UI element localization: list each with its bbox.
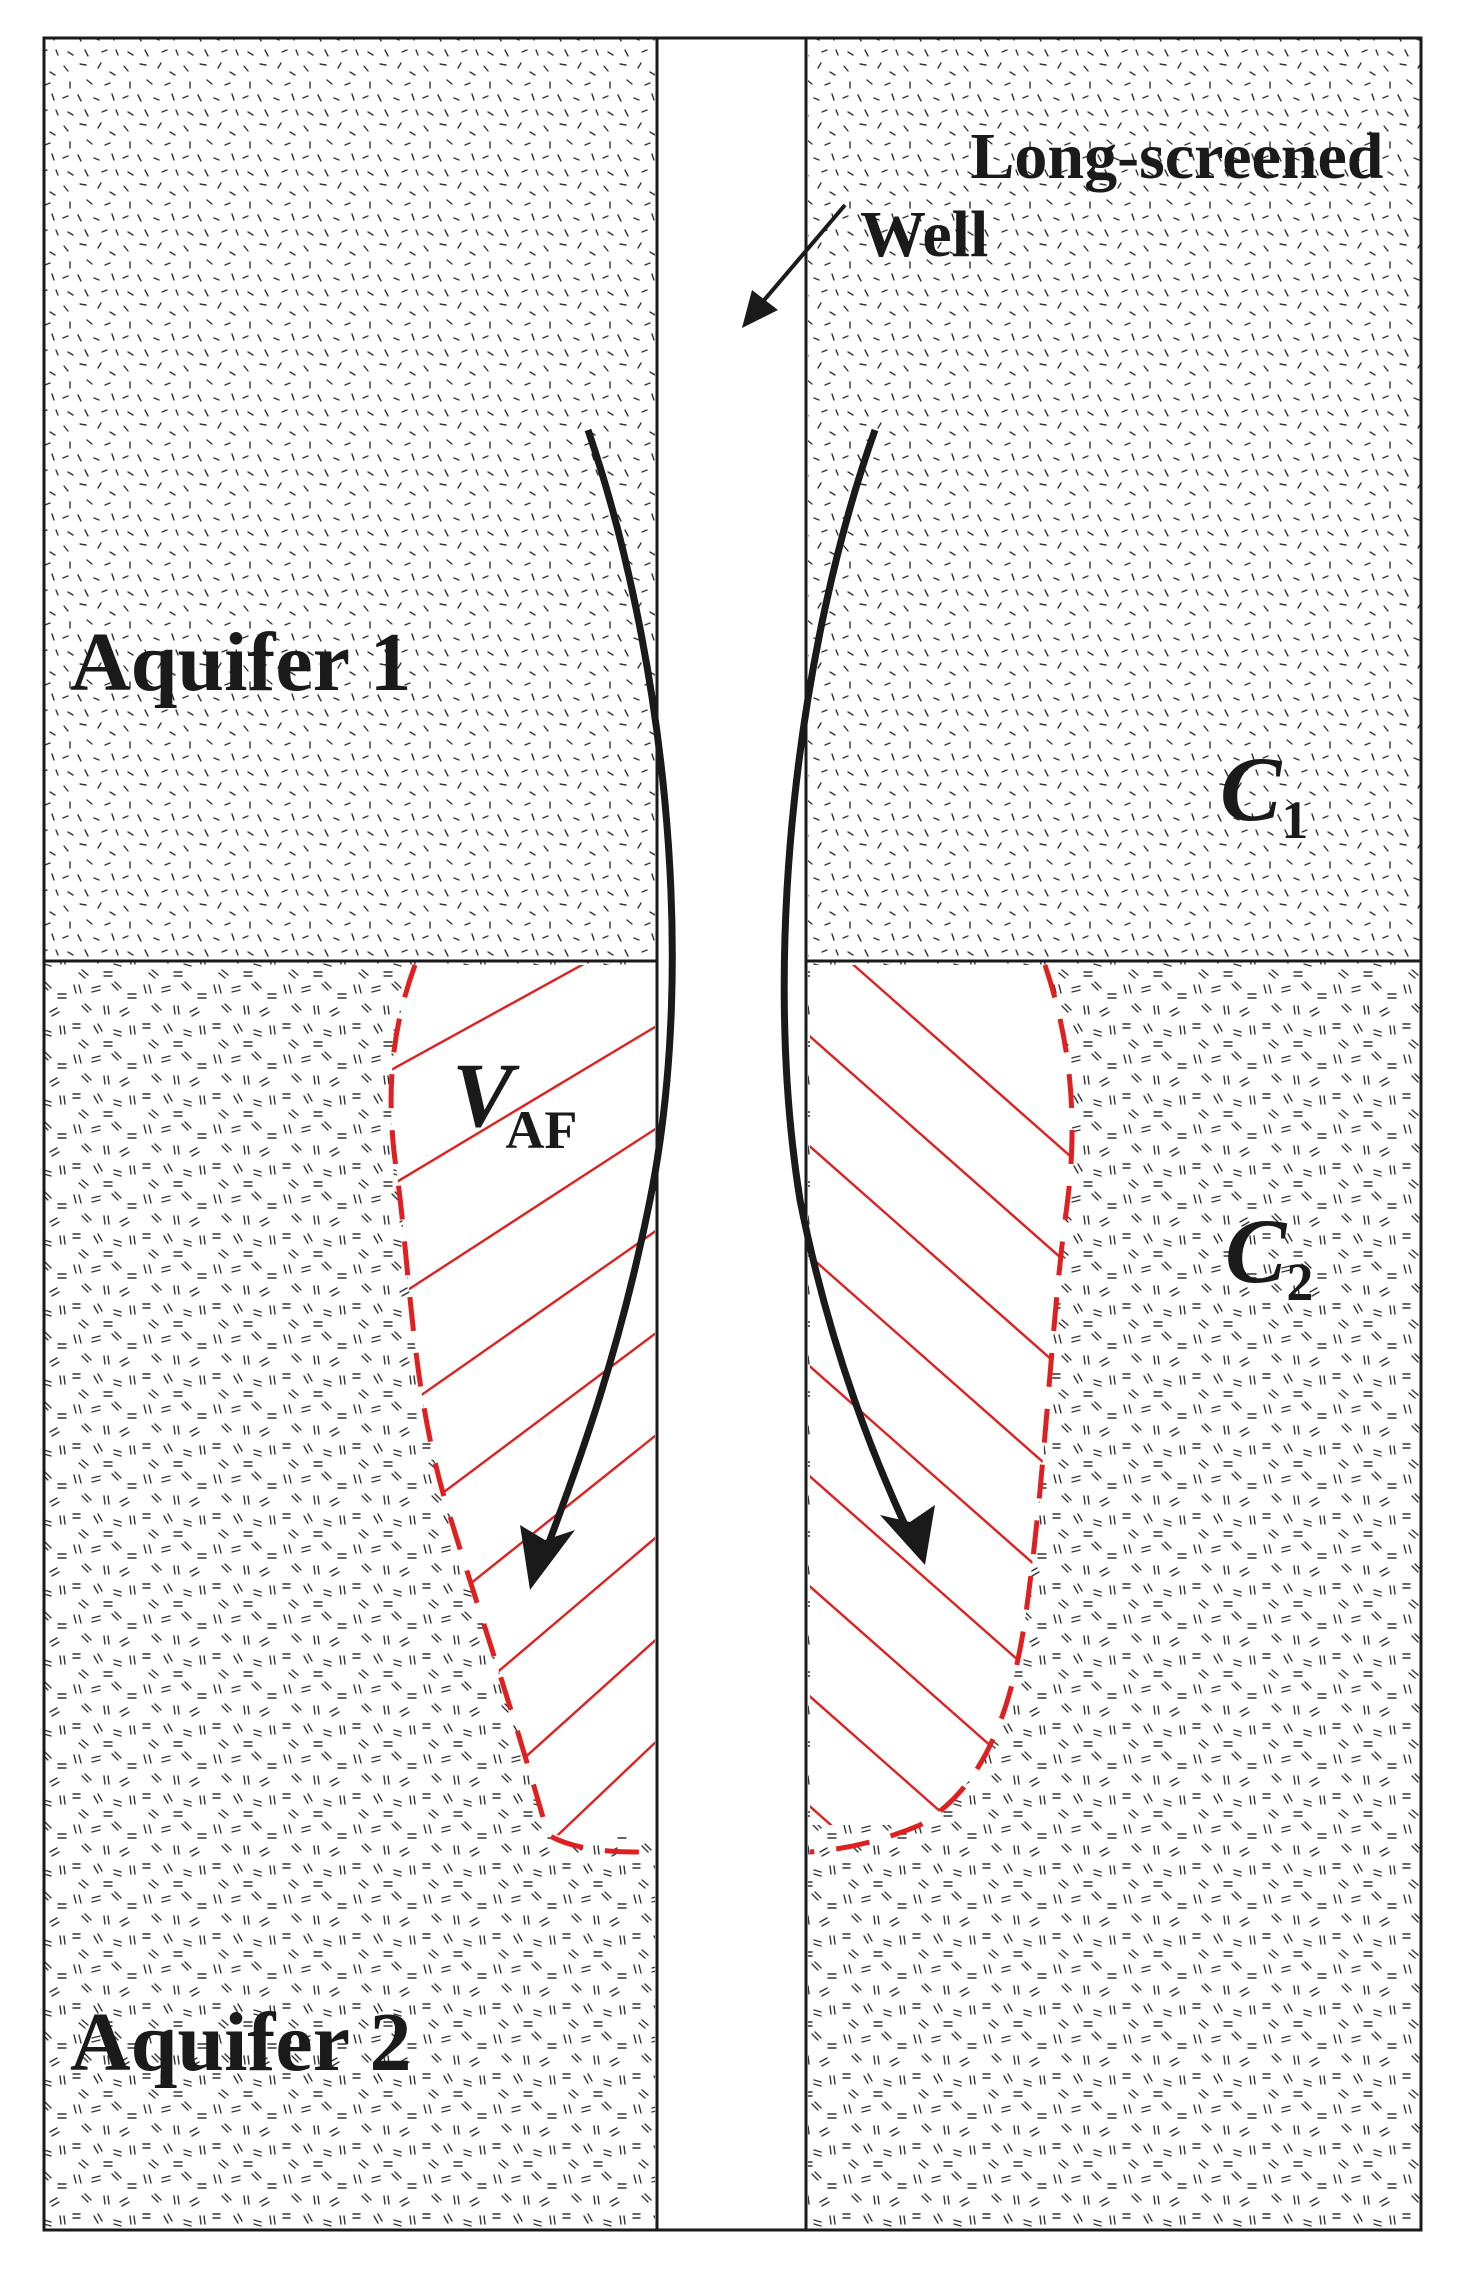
well-pointer-arrowhead-icon: [742, 290, 778, 328]
flow-arrowhead-right-icon: [880, 1505, 935, 1565]
well-label: Long-screened Well: [860, 120, 1400, 271]
aquifer1-label: Aquifer 1: [70, 616, 411, 709]
vaf-label: VAF: [452, 1044, 577, 1160]
well-pointer-arrow-icon: [758, 203, 847, 307]
c2-label: C2: [1225, 1200, 1313, 1312]
c1-label: C1: [1220, 738, 1308, 850]
outlines: [42, 36, 1423, 2232]
aquifer1-right-block: [808, 38, 1421, 960]
well-bore: [657, 38, 806, 2230]
flow-arrowhead-left-icon: [520, 1525, 575, 1590]
plume-left: [388, 964, 655, 1855]
aquifer1-left-block: [44, 38, 655, 960]
flow-arrow-right-icon: [780, 428, 909, 1527]
aquifer2-label: Aquifer 2: [70, 1996, 411, 2089]
flow-arrow-left-icon: [544, 428, 676, 1547]
